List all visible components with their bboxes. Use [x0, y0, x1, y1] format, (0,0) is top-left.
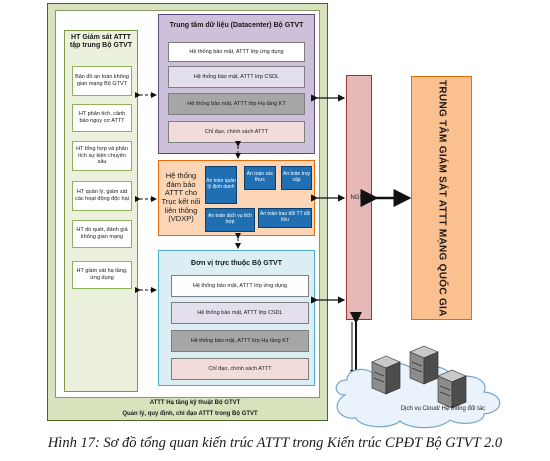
unit-policy-layer: Chỉ đạo, chính sách ATTT — [171, 358, 309, 380]
server-icon — [371, 355, 401, 395]
vdxp-exchange-box: An toàn trao đổi TT dữ liệu — [258, 208, 312, 228]
infra-label: ATTT Hạ tầng kỹ thuật Bộ GTVT — [149, 400, 241, 407]
left-item-1: HT phân tích, cảnh báo nguy cơ ATTT — [72, 104, 132, 132]
vdxp-access-box: An toàn truy cập — [281, 166, 312, 190]
unit-infra-layer: Hệ thống bảo mật, ATTT lớp Hạ tầng KT — [171, 330, 309, 352]
unit-db-layer: Hệ thống bảo mật, ATTT lớp CSDL — [171, 302, 309, 324]
vdxp-auth-box: An toàn xác thực — [244, 166, 276, 190]
vdxp-identity-box: An toàn quản lý định danh — [205, 166, 237, 204]
units-title: Đơn vị trực thuộc Bộ GTVT — [191, 259, 282, 267]
left-item-0: Bản đồ an toàn không gian mạng Bộ GTVT — [72, 66, 132, 96]
datacenter-title: Trung tâm dữ liệu (Datacenter) Bộ GTVT — [169, 21, 304, 29]
left-item-4: HT dò quét, đánh giá không gian mạng — [72, 220, 132, 248]
unit-app-layer: Hệ thống bảo mật, ATTT lớp ứng dụng — [171, 275, 309, 297]
left-item-2: HT tổng hợp và phân tích sự kiện chuyên … — [72, 141, 132, 171]
central-monitoring-title: HT Giám sát ATTT tập trung Bộ GTVT — [69, 33, 133, 49]
dc-app-layer: Hệ thống bảo mật, ATTT lớp ứng dụng — [168, 42, 305, 62]
left-item-5: HT giám sát hạ tầng, ứng dụng — [72, 261, 132, 289]
vdxp-integration-box: An toàn dịch vụ tích hợp — [205, 208, 255, 232]
server-icon — [409, 345, 439, 385]
figure-caption: Hình 17: Sơ đồ tổng quan kiến trúc ATTT … — [47, 434, 503, 451]
dc-infra-layer: Hệ thống bảo mật, ATTT lớp Hạ tầng KT — [168, 93, 305, 115]
vdxp-title: Hệ thống đảm bảo ATTT cho Trục kết nối l… — [161, 171, 201, 224]
national-center-label: TRUNG TÂM GIÁM SÁT ATTT MẠNG QUỐC GIA — [436, 79, 448, 317]
policy-label: Quản lý, quy định, chỉ đạo ATTT trong Bộ… — [122, 410, 258, 417]
dc-db-layer: Hệ thống bảo mật, ATTT lớp CSDL — [168, 66, 305, 88]
cloud-label: Dịch vụ Cloud/ Hệ thống đối tác — [400, 406, 486, 412]
left-item-3: HT quản lý, giám sát các hoạt động độc h… — [72, 181, 132, 211]
server-icon — [437, 369, 467, 409]
